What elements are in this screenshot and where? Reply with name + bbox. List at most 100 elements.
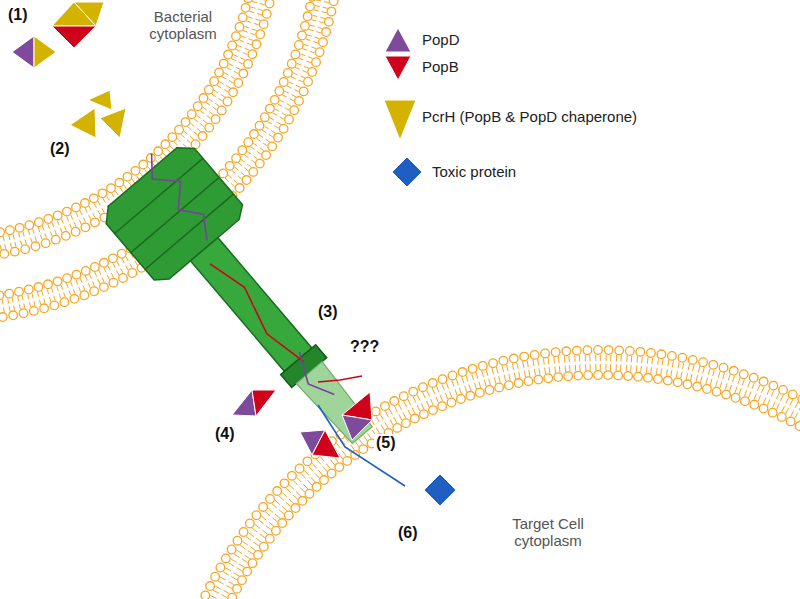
lipid-tail xyxy=(568,356,569,362)
lipid-tail xyxy=(336,443,340,448)
lipid-tail xyxy=(245,155,249,158)
lipid-tail xyxy=(733,376,735,382)
lipid-tail xyxy=(3,236,5,241)
lipid-tail xyxy=(231,577,237,580)
lipid-tail xyxy=(194,119,198,122)
lipid-tail xyxy=(88,283,90,288)
lipid-tail xyxy=(254,542,259,546)
lipid-tail xyxy=(282,95,286,97)
lipid-tail xyxy=(394,406,397,412)
lipid-tail xyxy=(295,67,300,69)
lipid-tail xyxy=(297,63,302,65)
lipid-tail xyxy=(616,355,617,361)
lipid-tail xyxy=(367,433,371,438)
lipid-tail xyxy=(492,368,494,374)
lipid-tail xyxy=(215,586,221,589)
lipid-head xyxy=(211,115,220,124)
lipid-tail xyxy=(408,399,411,405)
lipid-tail xyxy=(289,499,294,503)
pcrh-triangle xyxy=(74,2,104,26)
lipid-tail xyxy=(359,439,363,444)
lipid-tail xyxy=(225,568,231,571)
lipid-tail xyxy=(258,9,263,10)
lipid-head xyxy=(759,404,768,413)
lipid-tail xyxy=(93,282,95,287)
lipid-tail xyxy=(71,282,73,287)
lipid-head xyxy=(107,184,116,193)
legend-swatch xyxy=(385,56,411,80)
lipid-tail xyxy=(496,367,498,373)
callout-number: (1) xyxy=(8,6,28,24)
lipid-tail xyxy=(735,387,737,393)
lipid-tail xyxy=(517,363,518,369)
lipid-tail xyxy=(280,117,284,120)
lipid-tail xyxy=(314,10,319,11)
lipid-tail xyxy=(255,19,260,20)
lipid-tail xyxy=(255,524,260,528)
lipid-tail xyxy=(302,71,307,73)
lipid-tail xyxy=(300,487,305,492)
lipid-head xyxy=(768,408,777,417)
lipid-head xyxy=(235,23,244,32)
lipid-tail xyxy=(309,466,313,471)
lipid-tail xyxy=(304,470,308,475)
lipid-tail xyxy=(188,127,192,130)
lipid-tail xyxy=(85,276,87,281)
lipid-tail xyxy=(318,470,322,475)
lipid-tail xyxy=(315,5,320,6)
lipid-tail xyxy=(781,395,784,401)
lipid-head xyxy=(123,173,132,182)
lipid-tail xyxy=(456,379,458,385)
popb-triangle xyxy=(52,26,96,48)
lipid-tail xyxy=(128,182,131,186)
lipid-tail xyxy=(475,383,477,389)
lipid-head xyxy=(447,398,456,407)
lipid-tail xyxy=(326,464,330,469)
lipid-tail xyxy=(227,68,231,70)
lipid-head xyxy=(232,32,241,41)
lipid-tail xyxy=(102,277,104,282)
lipid-tail xyxy=(98,279,100,284)
lipid-tail xyxy=(514,373,515,379)
lipid-head xyxy=(227,545,236,554)
lipid-tail xyxy=(703,367,705,373)
lipid-tail xyxy=(565,365,567,371)
lipid-head xyxy=(393,424,402,433)
lipid-head xyxy=(238,13,247,22)
lipid-tail xyxy=(104,268,106,273)
lipid-tail xyxy=(35,237,36,242)
lipid-tail xyxy=(177,139,181,142)
lipid-tail xyxy=(37,292,38,297)
lipid-tail xyxy=(261,516,266,520)
lipid-tail xyxy=(229,80,233,82)
lipid-tail xyxy=(762,387,764,393)
lipid-head xyxy=(9,311,18,320)
lipid-head xyxy=(615,346,624,355)
lipid-tail xyxy=(98,201,100,205)
lipid-tail xyxy=(574,355,575,361)
lipid-head xyxy=(248,50,257,59)
lipid-tail xyxy=(232,170,236,173)
lipid-tail xyxy=(605,364,606,370)
lipid-tail xyxy=(263,143,267,146)
lipid-tail xyxy=(50,232,52,237)
legend-text: PopD xyxy=(422,31,460,48)
lipid-head xyxy=(290,106,299,115)
lipid-tail xyxy=(489,379,491,385)
lipid-tail xyxy=(331,460,335,465)
lipid-tail xyxy=(228,563,234,566)
lipid-tail xyxy=(38,227,40,232)
lipid-head xyxy=(654,375,663,384)
lipid-head xyxy=(268,142,277,151)
lipid-tail xyxy=(103,198,106,202)
legend-swatch xyxy=(385,28,411,52)
lipid-head xyxy=(308,0,317,1)
lipid-tail xyxy=(265,512,270,516)
lipid-tail xyxy=(282,492,287,496)
lipid-tail xyxy=(446,383,448,389)
lipid-tail xyxy=(89,206,91,210)
lipid-tail xyxy=(459,388,461,394)
lipid-tail xyxy=(595,364,596,370)
lipid-head xyxy=(411,414,420,423)
lipid-tail xyxy=(99,270,101,275)
